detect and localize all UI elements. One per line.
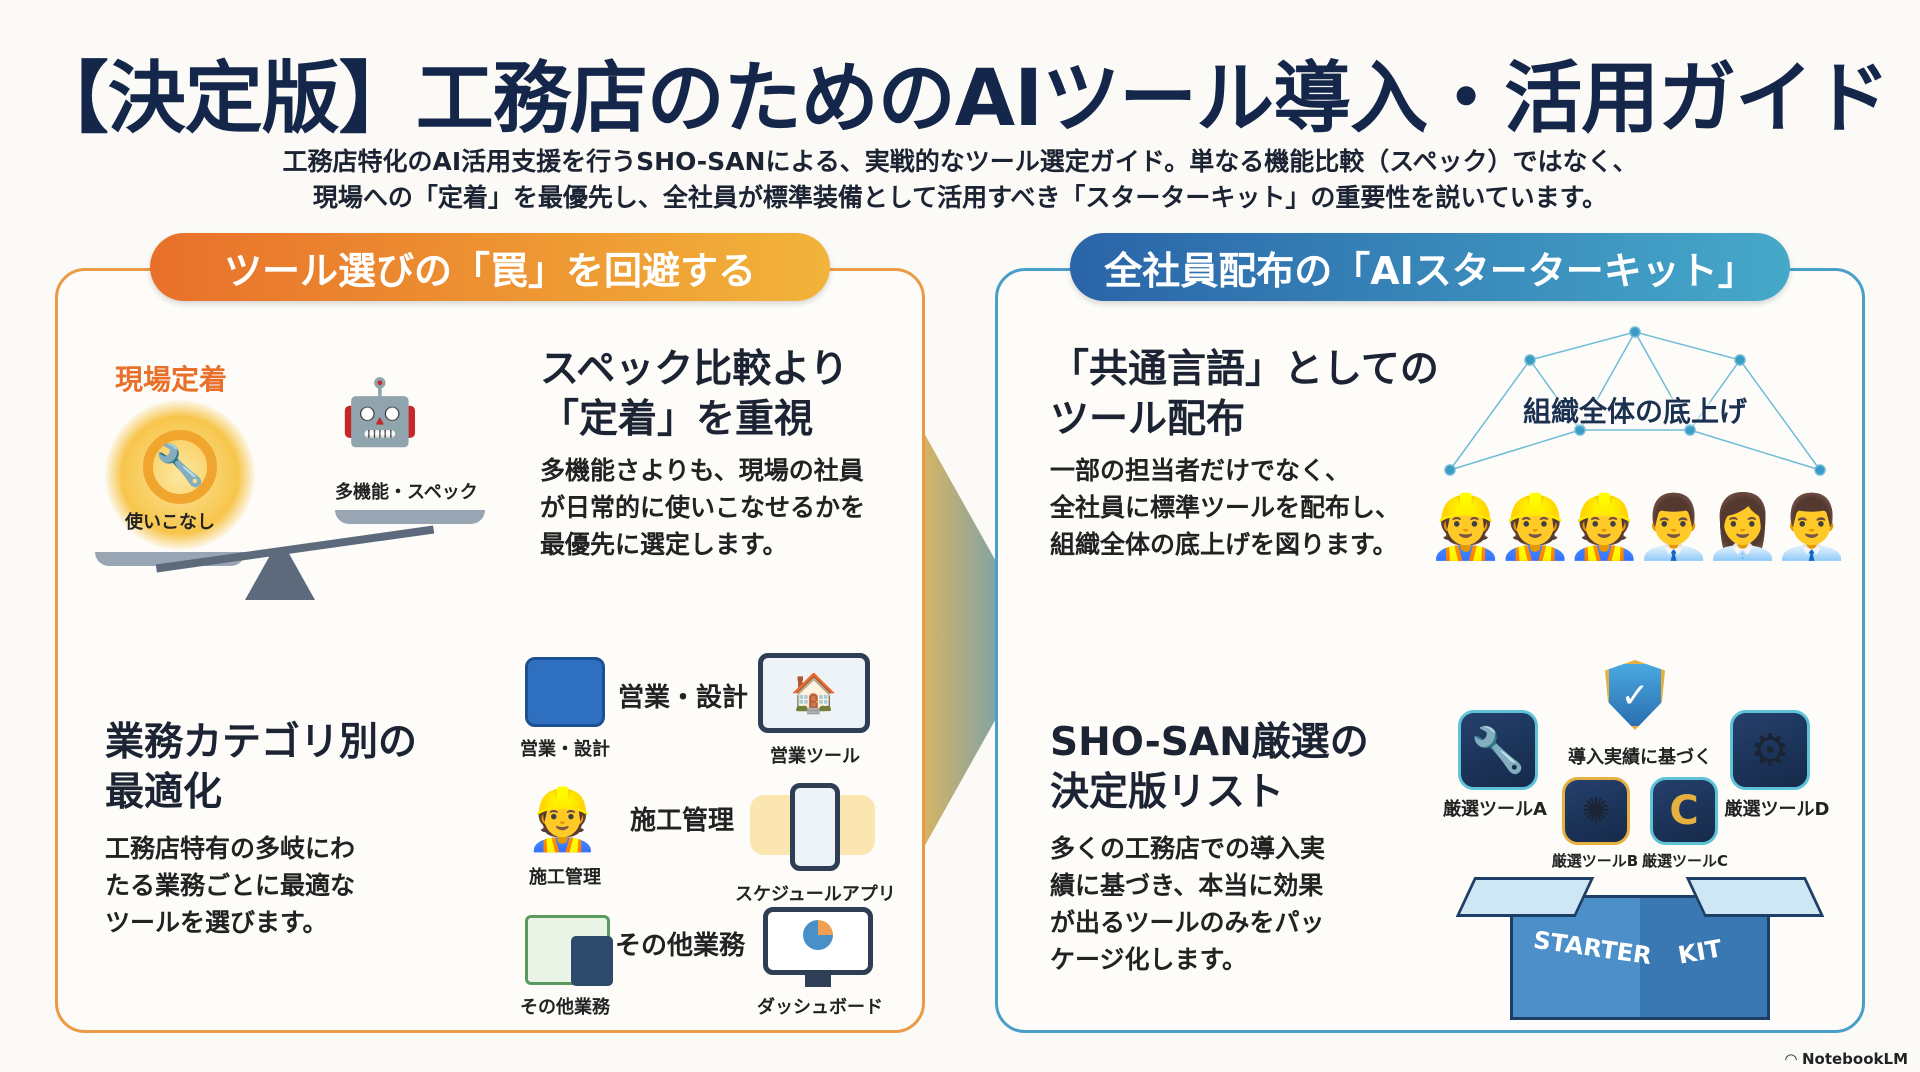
wrench-screwdriver-icon: 🔧 xyxy=(1458,710,1538,790)
spreadsheet-calculator-icon xyxy=(525,915,613,986)
section-heading-common-language: 「共通言語」としての ツール配布 xyxy=(1050,345,1439,445)
org-uplift-label: 組織全体の底上げ xyxy=(1522,395,1747,428)
heading-line: 業務カテゴリ別の xyxy=(105,720,418,765)
section-body-spec-vs-adoption: 多機能さよりも、現場の社員 が日常的に使いこなせるかを 最優先に選定します。 xyxy=(540,452,865,563)
body-line: 組織全体の底上げを図ります。 xyxy=(1050,530,1398,559)
gears-icon: ⚙ xyxy=(1730,710,1810,790)
tool-b-label: 厳選ツールB xyxy=(1551,852,1639,870)
balance-scale-illustration: 現場定着 🔧 使いこなし 🤖 多機能・スペック xyxy=(95,350,495,610)
body-line: 績に基づき、本当に効果 xyxy=(1050,871,1324,900)
body-line: ツールを選びます。 xyxy=(105,908,328,937)
body-line: 全社員に標準ツールを配布し、 xyxy=(1050,493,1401,522)
heading-line: SHO-SAN厳選の xyxy=(1050,720,1369,765)
workers-group-icon: 👷👷👷👨‍💼👩‍💼👨‍💼 xyxy=(1427,490,1850,563)
mastery-label: 使いこなし xyxy=(125,512,215,533)
gear-wrench-icon: 🔧 xyxy=(105,400,255,550)
heading-line: ツール配布 xyxy=(1050,397,1246,442)
worker-crane-icon: 👷 xyxy=(525,785,600,855)
body-line: たる業務ごとに最適な xyxy=(105,871,356,900)
box-label-kit: KIT xyxy=(1675,934,1725,970)
heading-line: スペック比較より xyxy=(540,347,849,392)
monitor-dashboard-icon xyxy=(763,907,873,975)
body-line: 多機能さよりも、現場の社員 xyxy=(540,456,864,485)
tool-d-label: 厳選ツールD xyxy=(1724,799,1830,820)
category-right-label: ダッシュボード xyxy=(757,997,883,1018)
category-right-label: スケジュールアプリ xyxy=(735,884,896,905)
right-panel-header: 全社員配布の「AIスターターキット」 xyxy=(1070,233,1790,301)
subtitle-line-1: 工務店特化のAI活用支援を行うSHO-SANによる、実戦的なツール選定ガイド。単… xyxy=(282,147,1638,176)
section-heading-curated-list: SHO-SAN厳選の 決定版リスト xyxy=(1050,718,1369,818)
section-heading-spec-vs-adoption: スペック比較より 「定着」を重視 xyxy=(540,345,849,445)
page-title: 【決定版】工務店のためのAIツール導入・活用ガイド xyxy=(30,54,1890,144)
starter-kit-illustration: ✓ 導入実績に基づく 🔧 厳選ツールA ✺ 厳選ツールB C 厳選ツールC ⚙ … xyxy=(1440,655,1840,1025)
network-mesh xyxy=(1444,326,1826,476)
heading-line: 「定着」を重視 xyxy=(540,397,814,442)
heading-line: 「共通言語」としての xyxy=(1050,347,1439,392)
category-grid: 営業・設計 営業・設計 🏠 営業ツール 👷 施工管理 施工管理 スケジュールアプ… xyxy=(515,645,896,1025)
body-line: が出るツールのみをパッ xyxy=(1050,908,1325,937)
category-left-label: 営業・設計 xyxy=(520,739,610,760)
category-name: 営業・設計 xyxy=(618,683,749,713)
tool-c-label: 厳選ツールC xyxy=(1641,852,1728,870)
notebooklm-watermark: ◠ NotebookLM xyxy=(1785,1050,1908,1068)
body-line: 一部の担当者だけでなく、 xyxy=(1050,456,1351,485)
onsite-adoption-label: 現場定着 xyxy=(115,363,228,396)
heading-line: 決定版リスト xyxy=(1050,770,1285,815)
monitor-stand xyxy=(805,975,831,987)
body-line: 多くの工務店での導入実 xyxy=(1050,834,1326,863)
scale-right-pan xyxy=(335,510,485,524)
left-panel xyxy=(55,268,925,1033)
category-name: 施工管理 xyxy=(630,806,735,836)
adoption-badge-label: 導入実績に基づく xyxy=(1568,747,1712,768)
smartphone-calendar-icon xyxy=(790,783,840,871)
category-left-label: 施工管理 xyxy=(529,867,601,888)
tool-b-icon: ✺ xyxy=(1562,777,1630,845)
box-label-starter: STARTER xyxy=(1531,925,1654,971)
category-name: その他業務 xyxy=(615,931,746,961)
section-heading-category-optimization: 業務カテゴリ別の 最適化 xyxy=(105,718,417,818)
box-flap-left xyxy=(1455,877,1595,917)
tool-c-icon: C xyxy=(1650,777,1718,845)
body-line: が日常的に使いこなせるかを xyxy=(540,493,866,522)
heading-line: 最適化 xyxy=(105,770,223,815)
section-body-category-optimization: 工務店特有の多岐にわ たる業務ごとに最適な ツールを選びます。 xyxy=(105,830,355,941)
robot-icon: 🤖 xyxy=(340,376,420,450)
section-body-curated-list: 多くの工務店での導入実 績に基づき、本当に効果 が出るツールのみをパッ ケージ化… xyxy=(1050,830,1325,978)
subtitle-line-2: 現場への「定着」を最優先し、全社員が標準装備として活用すべき「スターターキット」… xyxy=(312,183,1608,212)
category-right-label: 営業ツール xyxy=(770,746,860,767)
left-panel-header: ツール選びの「罠」を回避する xyxy=(150,233,830,301)
section-body-common-language: 一部の担当者だけでなく、 全社員に標準ツールを配布し、 組織全体の底上げを図りま… xyxy=(1050,452,1400,563)
blueprint-icon xyxy=(525,657,605,727)
box-flap-right xyxy=(1685,877,1825,917)
tool-a-label: 厳選ツールA xyxy=(1443,799,1547,820)
tablet-house-icon: 🏠 xyxy=(758,653,870,733)
body-line: ケージ化します。 xyxy=(1050,945,1248,974)
body-line: 工務店特有の多岐にわ xyxy=(105,834,356,863)
watermark-text: NotebookLM xyxy=(1801,1050,1908,1068)
body-line: 最優先に選定します。 xyxy=(540,530,788,559)
shield-check-icon: ✓ xyxy=(1605,660,1665,730)
category-left-label: その他業務 xyxy=(520,997,610,1018)
team-network-illustration: 組織全体の底上げ 👷👷👷👨‍💼👩‍💼👨‍💼 xyxy=(1420,320,1851,640)
arrow-connector xyxy=(900,390,1040,890)
features-spec-label: 多機能・スペック xyxy=(335,482,478,503)
